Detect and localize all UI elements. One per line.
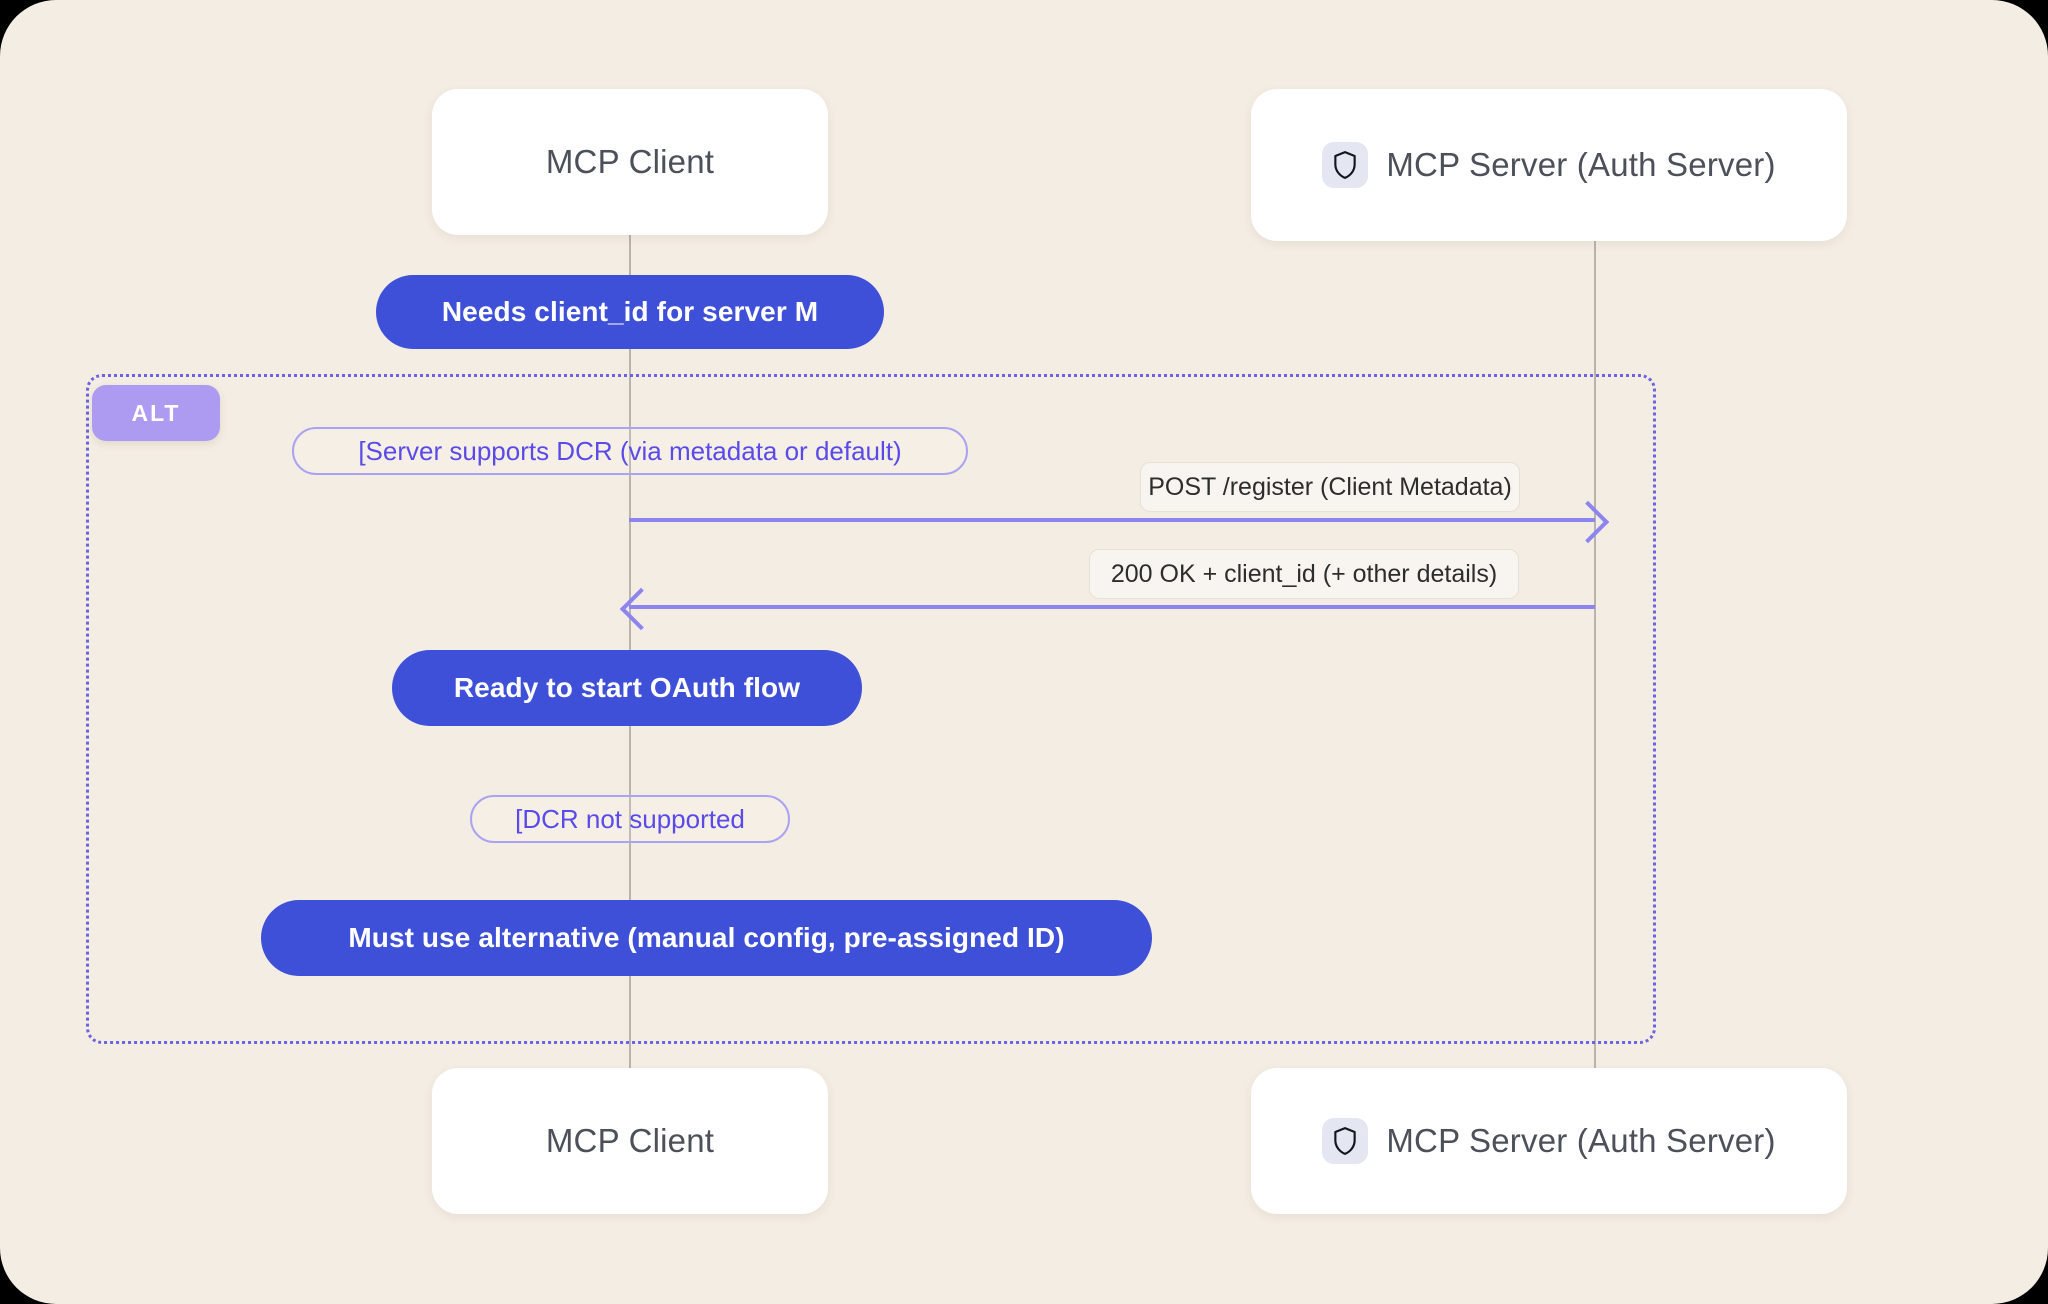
shield-icon <box>1322 142 1369 188</box>
lifeline-server <box>1594 178 1596 1094</box>
lifeline-client <box>629 178 631 1094</box>
alt-condition-1-label: [Server supports DCR (via metadata or de… <box>358 435 902 466</box>
note-must-use-alternative: Must use alternative (manual config, pre… <box>261 900 1152 976</box>
participant-server-top-label: MCP Server (Auth Server) <box>1386 146 1776 183</box>
alt-fragment-frame <box>86 374 1656 1044</box>
note-must-use-alternative-label: Must use alternative (manual config, pre… <box>348 922 1065 953</box>
note-ready-oauth-label: Ready to start OAuth flow <box>453 672 801 703</box>
message-register-request-label: POST /register (Client Metadata) <box>1140 462 1520 512</box>
alt-condition-2: [DCR not supported <box>470 795 790 843</box>
participant-client-top[interactable]: MCP Client <box>432 89 828 235</box>
participant-client-bottom[interactable]: MCP Client <box>432 1068 828 1214</box>
shield-icon <box>1322 1118 1369 1164</box>
participant-server-top[interactable]: MCP Server (Auth Server) <box>1251 89 1847 241</box>
message-register-response-label: 200 OK + client_id (+ other details) <box>1089 549 1519 599</box>
alt-fragment-badge: ALT <box>92 385 220 441</box>
note-needs-client-id: Needs client_id for server M <box>376 275 884 349</box>
message-register-response-line <box>629 605 1595 609</box>
participant-client-bottom-label: MCP Client <box>545 1122 715 1159</box>
alt-condition-2-label: [DCR not supported <box>515 803 745 834</box>
message-register-request-text: POST /register (Client Metadata) <box>1148 472 1512 501</box>
note-needs-client-id-label: Needs client_id for server M <box>441 296 819 327</box>
participant-client-top-label: MCP Client <box>545 143 715 180</box>
message-register-request-line <box>629 518 1595 522</box>
alt-fragment-badge-label: ALT <box>131 399 181 426</box>
participant-server-bottom-label: MCP Server (Auth Server) <box>1386 1122 1776 1159</box>
message-register-response-text: 200 OK + client_id (+ other details) <box>1110 559 1498 588</box>
note-ready-oauth: Ready to start OAuth flow <box>392 650 862 726</box>
participant-server-bottom[interactable]: MCP Server (Auth Server) <box>1251 1068 1847 1214</box>
alt-condition-1: [Server supports DCR (via metadata or de… <box>292 427 968 475</box>
